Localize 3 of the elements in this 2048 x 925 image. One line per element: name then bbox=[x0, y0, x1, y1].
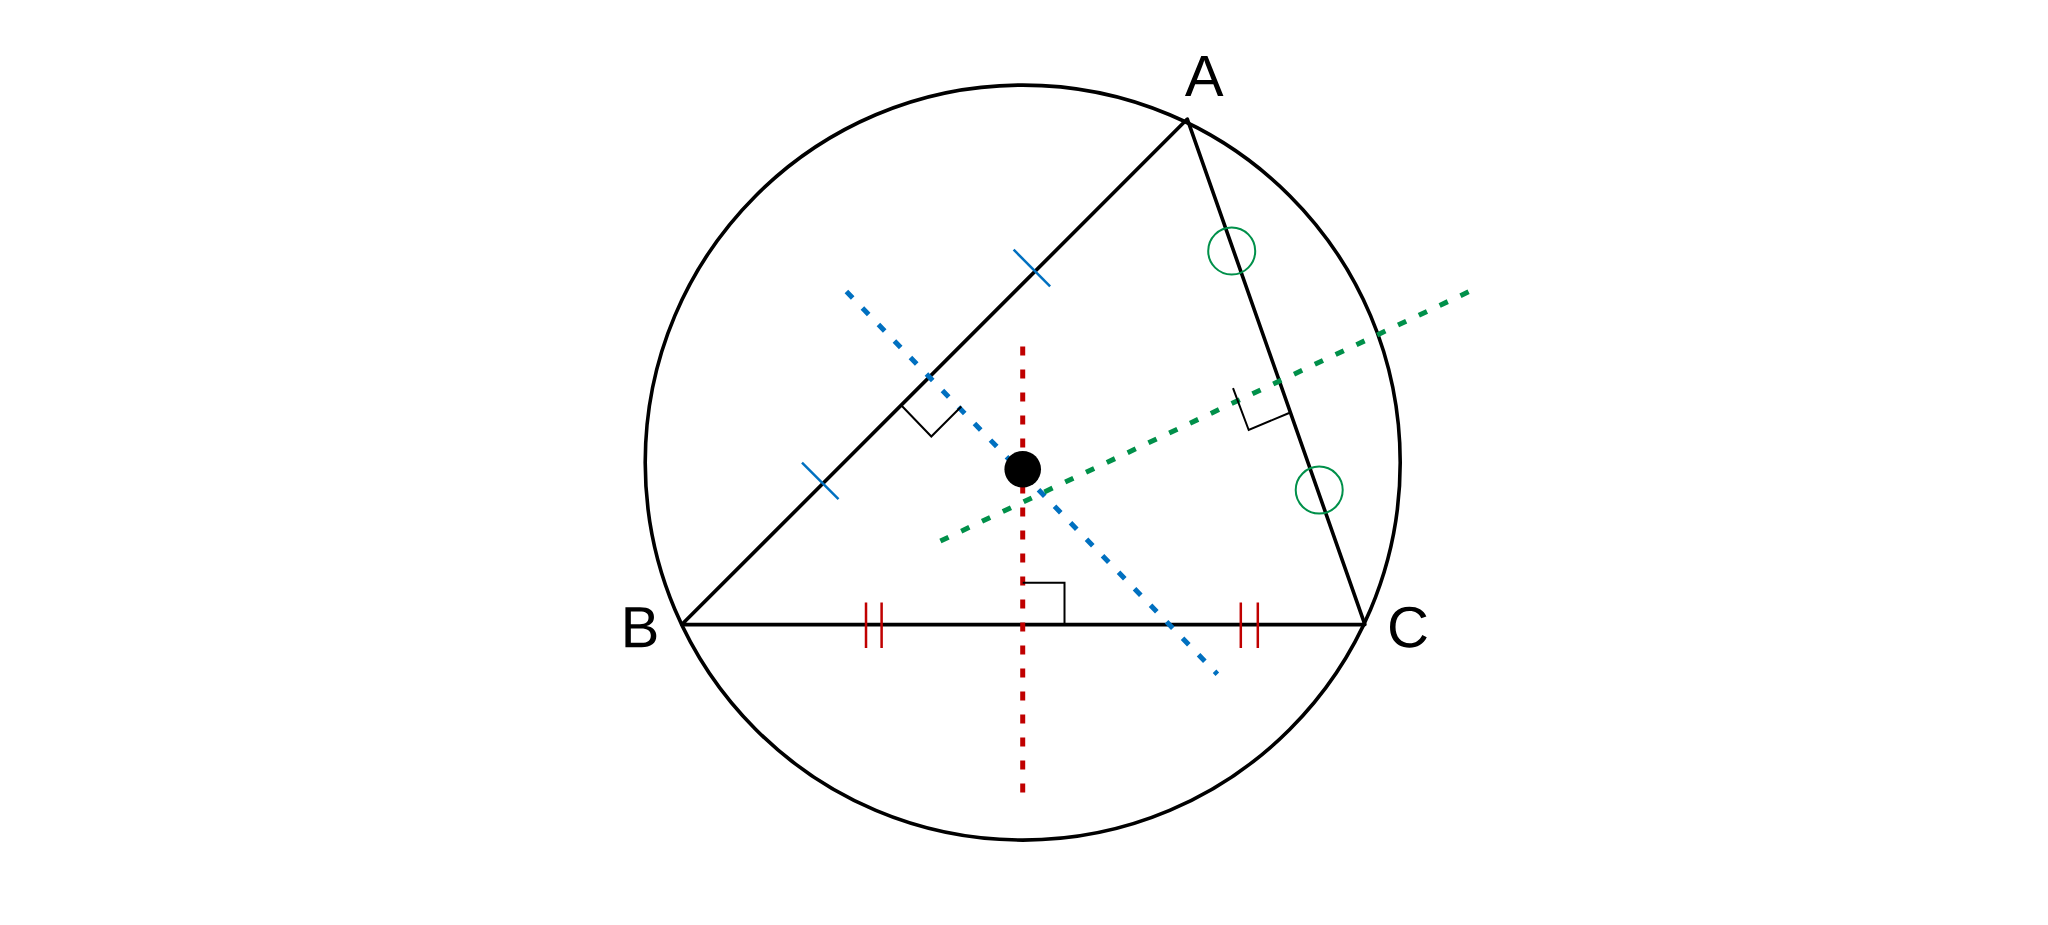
vertex-label: C bbox=[1390, 606, 1427, 648]
vertex-label: B bbox=[625, 607, 657, 648]
vertex-label: A bbox=[1185, 56, 1224, 96]
